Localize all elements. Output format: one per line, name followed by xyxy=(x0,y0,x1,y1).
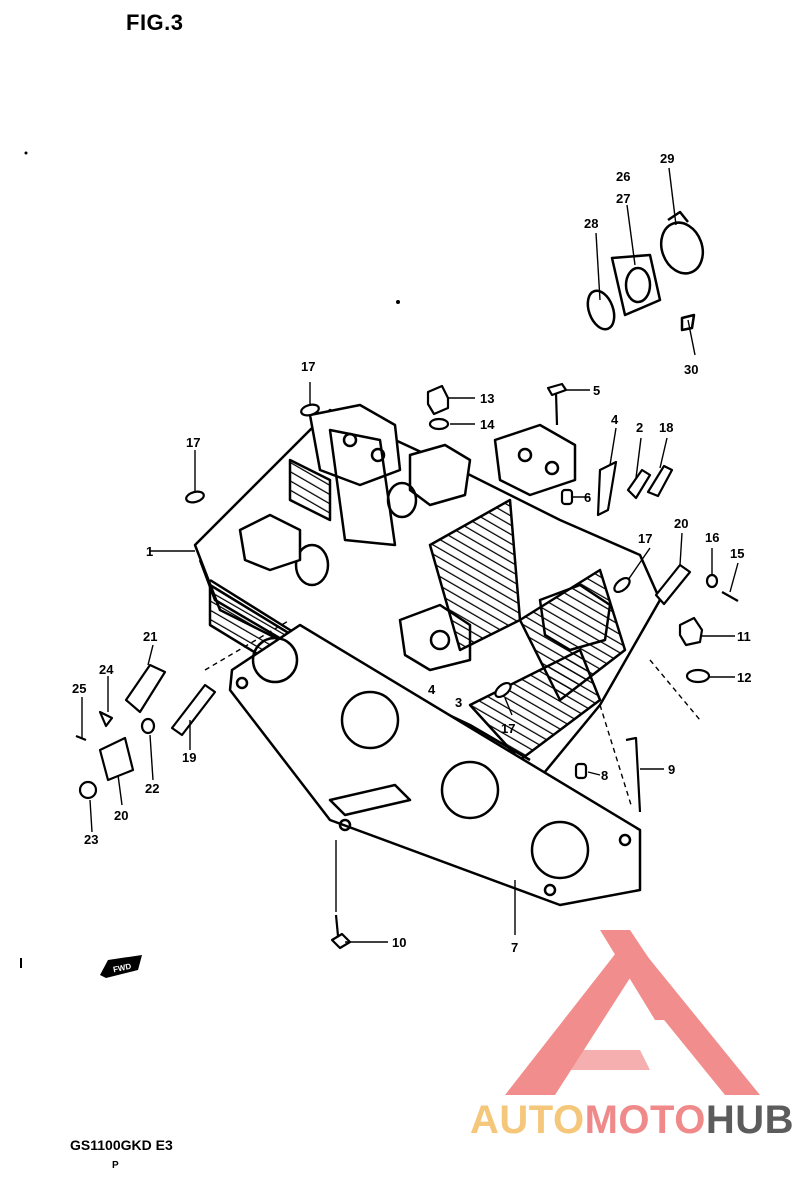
callout-3: 3 xyxy=(455,695,462,710)
callout-7: 7 xyxy=(511,940,518,955)
callout-6: 6 xyxy=(584,490,591,505)
callout-11: 11 xyxy=(737,629,751,644)
callout-17-top: 17 xyxy=(301,359,315,374)
callout-8: 8 xyxy=(601,768,608,783)
callout-30: 30 xyxy=(684,362,698,377)
callout-22: 22 xyxy=(145,781,159,796)
callout-25: 25 xyxy=(72,681,86,696)
callout-29: 29 xyxy=(660,151,674,166)
watermark-part-3: HUB xyxy=(705,1098,795,1142)
model-code: GS1100GKD E3 xyxy=(70,1137,173,1153)
fwd-direction-badge: FWD xyxy=(100,955,142,978)
watermark-text: AUTOMOTOHUB xyxy=(470,1098,794,1143)
watermark-part-2: MOTO xyxy=(584,1098,706,1142)
callout-9: 9 xyxy=(668,762,675,777)
callout-18: 18 xyxy=(659,420,673,435)
cylinder-head xyxy=(193,403,662,792)
callout-24: 24 xyxy=(99,662,114,677)
callout-17-center: 17 xyxy=(501,721,515,736)
leader-lines xyxy=(81,167,739,943)
callout-21: 21 xyxy=(143,629,157,644)
callout-1: 1 xyxy=(146,544,153,559)
callout-26: 26 xyxy=(616,169,630,184)
callout-4-lower: 4 xyxy=(428,682,436,697)
figure-title: FIG.3 xyxy=(126,10,184,35)
small-parts xyxy=(75,382,739,950)
fwd-badge-text: FWD xyxy=(112,962,132,975)
callout-17-left: 17 xyxy=(186,435,200,450)
callout-20-left: 20 xyxy=(114,808,128,823)
callout-28: 28 xyxy=(584,216,598,231)
model-code-sub: P xyxy=(112,1160,119,1171)
callout-2: 2 xyxy=(636,420,643,435)
callout-27: 27 xyxy=(616,191,630,206)
callout-16: 16 xyxy=(705,530,719,545)
callout-15: 15 xyxy=(730,546,744,561)
callout-23: 23 xyxy=(84,832,98,847)
callout-14: 14 xyxy=(480,417,495,432)
watermark-logo-icon xyxy=(505,930,760,1095)
callout-labels: 1 2 3 4 4 5 6 7 8 9 10 11 12 13 14 15 16… xyxy=(72,151,751,955)
callout-13: 13 xyxy=(480,391,494,406)
intake-pipe-assembly xyxy=(586,210,705,332)
callout-17-right: 17 xyxy=(638,531,652,546)
callout-20-right: 20 xyxy=(674,516,688,531)
head-gasket xyxy=(228,623,642,907)
callout-10: 10 xyxy=(392,935,406,950)
scan-specks xyxy=(20,151,400,968)
watermark-part-1: AUTO xyxy=(470,1098,585,1142)
callout-5: 5 xyxy=(593,383,600,398)
callout-12: 12 xyxy=(737,670,751,685)
callout-4-upper: 4 xyxy=(611,412,619,427)
callout-19: 19 xyxy=(182,750,196,765)
